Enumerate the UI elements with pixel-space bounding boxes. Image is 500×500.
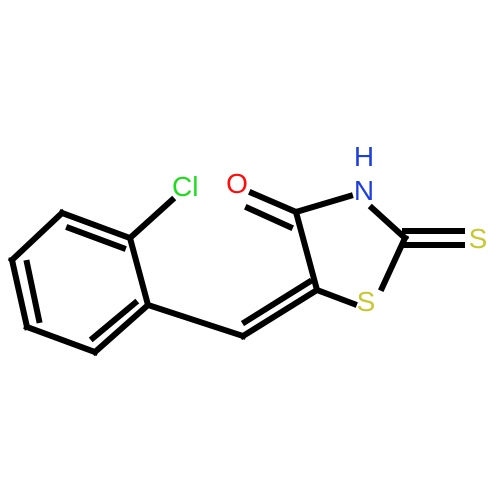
thione-sulfur-label: S	[469, 223, 488, 254]
bonds	[7, 189, 465, 357]
chlorine-label: Cl	[172, 171, 198, 202]
bond-exocyclic-double-inner	[240, 277, 314, 327]
bond-carbonyl-second	[244, 204, 294, 231]
bond-ring-upper-right	[126, 234, 152, 309]
hydrogen-label: H	[354, 141, 374, 172]
bond-ring-upper-left	[7, 208, 67, 265]
bond-c2-s	[378, 234, 409, 292]
bond-ring-lower-right-inner	[88, 298, 140, 343]
ring-sulfur-label: S	[357, 286, 376, 317]
bond-s-c5	[313, 286, 358, 308]
bond-ring-bottom	[23, 323, 99, 356]
bond-ring-lower-left-inner	[23, 259, 43, 324]
oxygen-label: O	[226, 168, 248, 199]
nitrogen-label: N	[354, 175, 374, 206]
bond-n-c2	[367, 203, 410, 243]
bond-c4-n	[292, 192, 354, 216]
bond-ring-top	[58, 209, 134, 242]
bond-carbonyl	[248, 189, 300, 216]
bond-ring-top-inner	[65, 224, 127, 252]
atom-labels: Cl O H N S S	[172, 141, 487, 317]
bond-c-cl	[125, 195, 177, 243]
bond-ring-lower-right	[90, 300, 153, 357]
bond-ring-to-ch	[144, 301, 247, 340]
bond-ring-lower-left	[8, 256, 31, 331]
bond-exocyclic-double	[238, 285, 322, 341]
bond-c5-c4	[292, 208, 321, 294]
